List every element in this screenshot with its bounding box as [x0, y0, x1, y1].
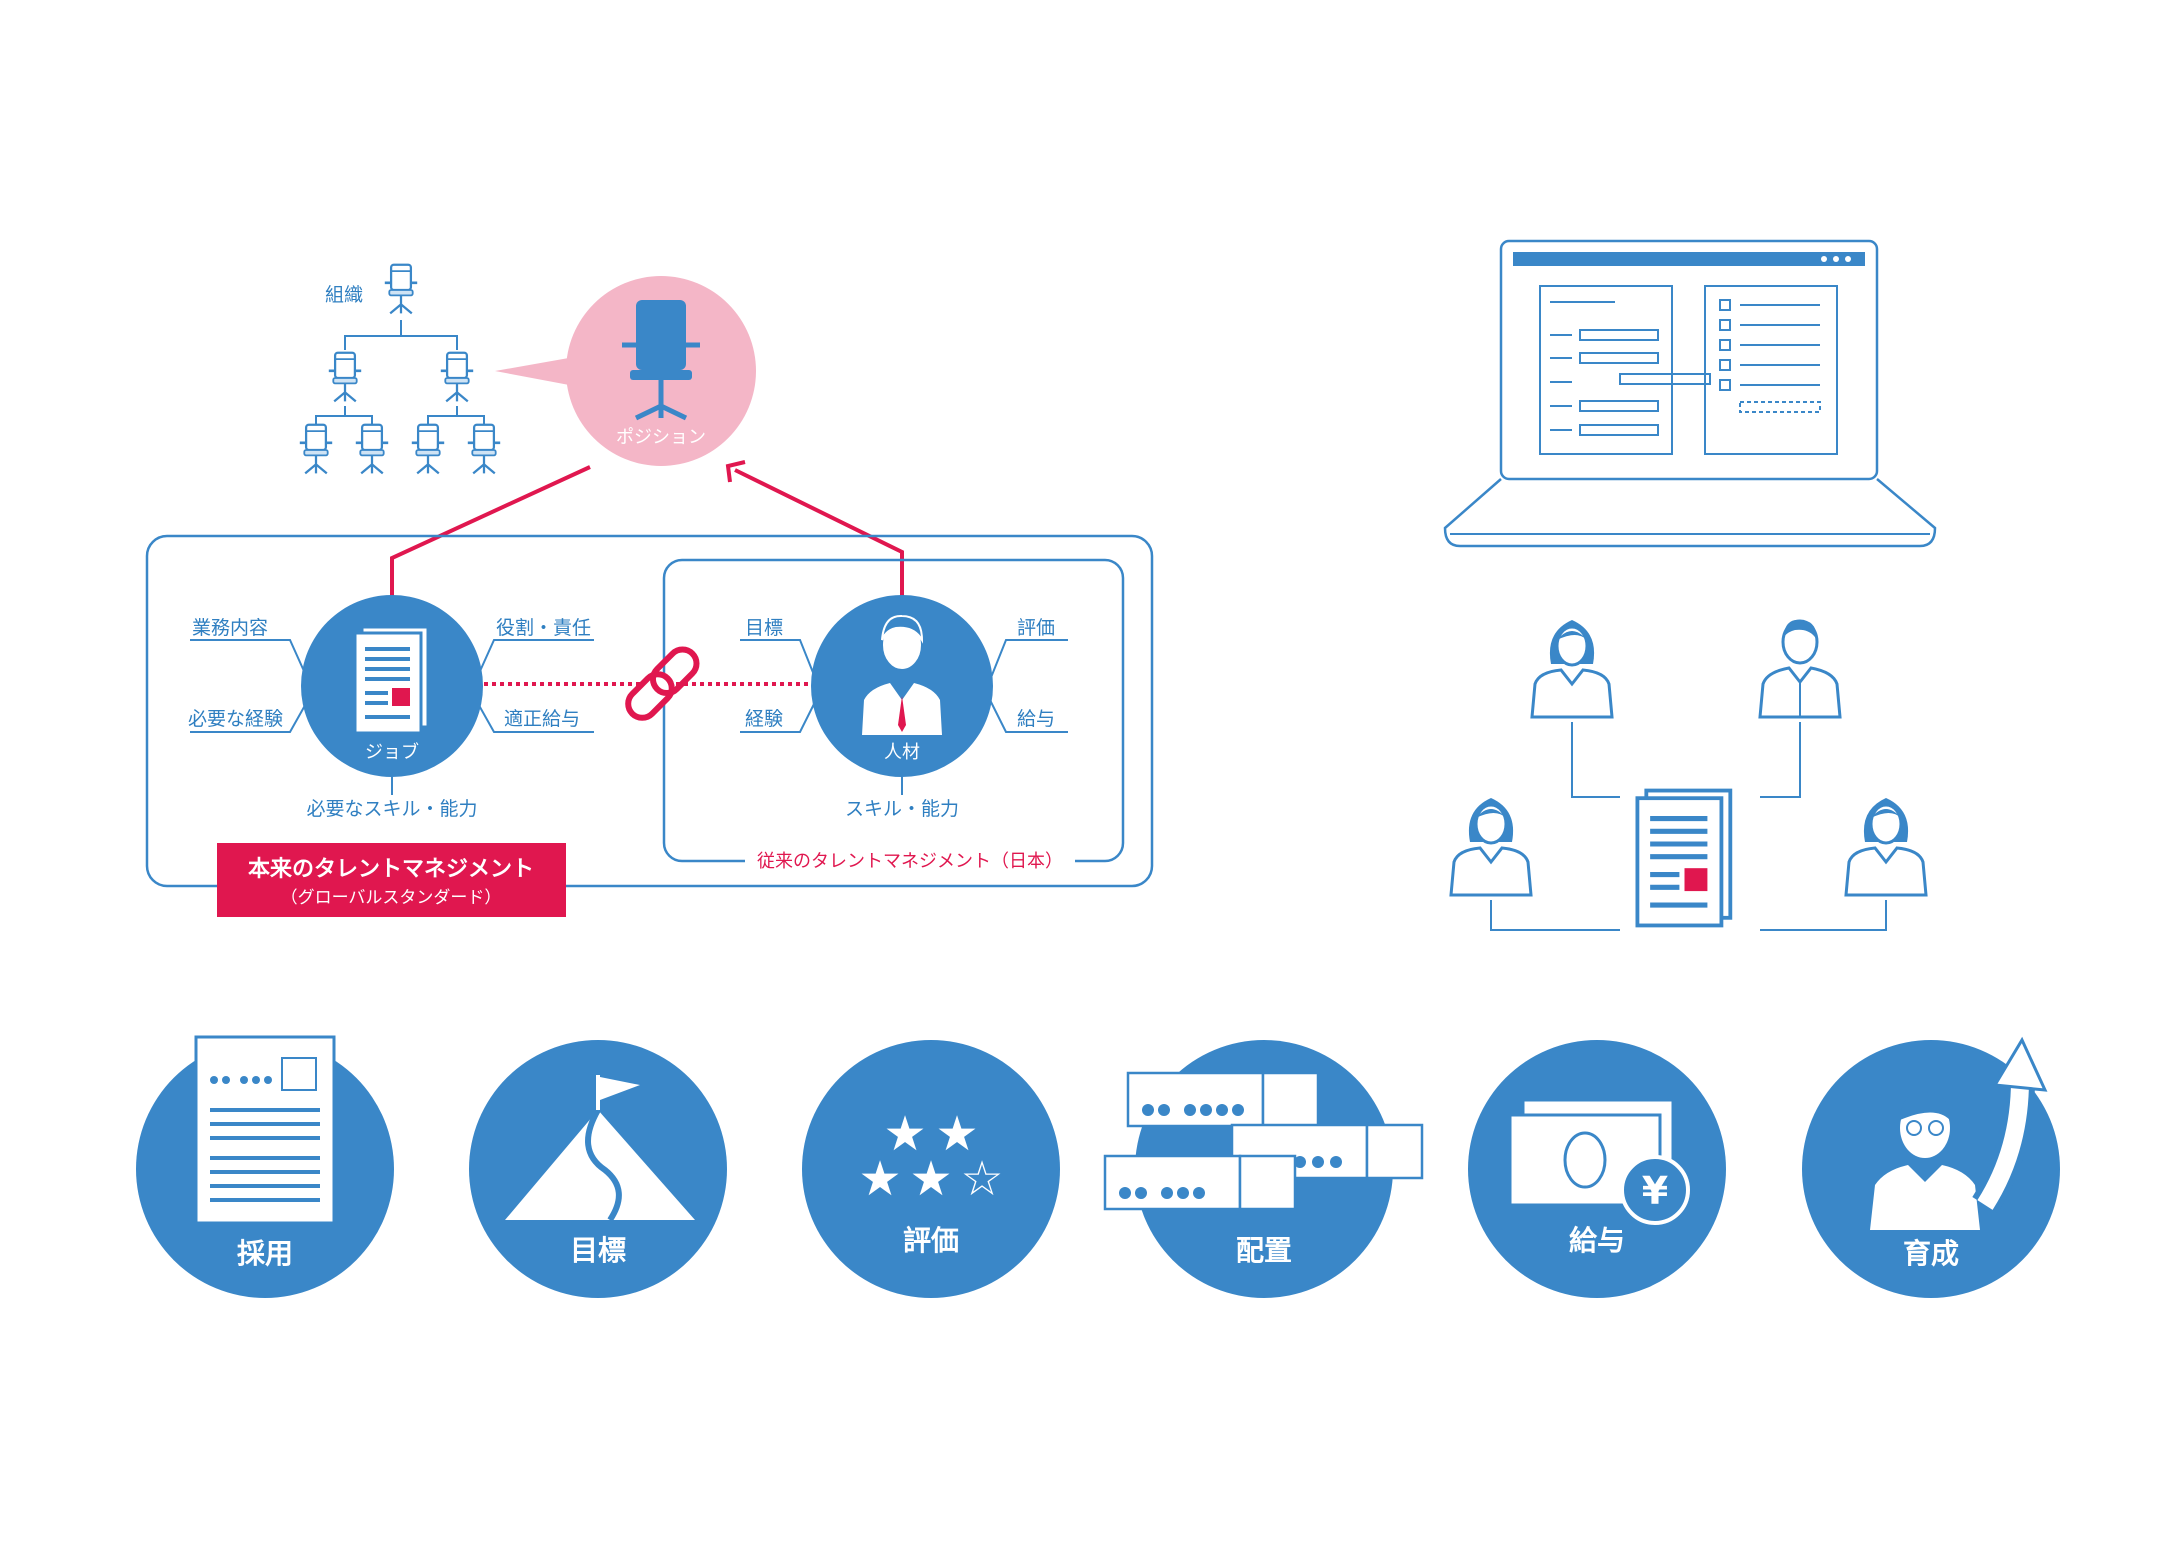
- function-development: 育成: [1802, 1036, 2060, 1298]
- talent-item: 経験: [745, 708, 783, 730]
- function-label: 配置: [1236, 1234, 1292, 1267]
- org-label: 組織: [325, 284, 363, 306]
- function-recruit: 採用: [136, 1035, 394, 1298]
- arrow-head-icon: [725, 460, 746, 483]
- businessman-icon: [862, 614, 942, 735]
- svg-text:★: ★: [935, 1106, 978, 1162]
- chair-icon: [298, 423, 334, 475]
- talent-label: 人材: [884, 742, 920, 763]
- true-tm-subtitle: （グローバルスタンダード）: [281, 888, 502, 908]
- svg-text:★: ★: [883, 1106, 926, 1162]
- chair-icon: [410, 423, 446, 475]
- function-label: 給与: [1569, 1224, 1625, 1257]
- growth-person-icon: [1870, 1036, 2048, 1230]
- position-bubble: ポジション: [495, 276, 756, 466]
- job-item: 必要な経験: [188, 708, 283, 730]
- woman-icon: [1530, 618, 1614, 719]
- function-label: 育成: [1903, 1237, 1959, 1270]
- office-chair-icon: [622, 300, 700, 421]
- org-chart: 組織: [298, 263, 502, 475]
- function-evaluation: ★★ ★★☆ 評価: [802, 1040, 1060, 1298]
- chair-icon: [439, 351, 475, 403]
- chair-icon: [327, 351, 363, 403]
- talent-item: 給与: [1017, 708, 1055, 730]
- document-icon: [1637, 791, 1730, 926]
- svg-text:★: ★: [858, 1151, 901, 1207]
- job-description-icon: [353, 625, 430, 735]
- job-item: 業務内容: [192, 617, 268, 639]
- svg-text:☆: ☆: [960, 1151, 1003, 1207]
- laptop-icon: [1443, 239, 1937, 548]
- job-skills: 必要なスキル・能力: [306, 798, 477, 820]
- person-to-position-arrow: [734, 468, 904, 596]
- job-item: 役割・責任: [496, 617, 591, 639]
- function-salary: ¥ 給与: [1468, 1040, 1726, 1298]
- talent-item: 目標: [745, 617, 783, 639]
- true-tm-label: 本来のタレントマネジメント （グローバルスタンダード）: [217, 843, 566, 917]
- job-node: ジョブ 業務内容 必要な経験 役割・責任 適正給与 必要なスキル・能力: [188, 595, 594, 820]
- true-talent-management-box: [145, 534, 1154, 888]
- function-label: 採用: [237, 1237, 293, 1270]
- position-label: ポジション: [616, 427, 706, 448]
- profile-cards-icon: [1103, 1071, 1424, 1211]
- woman-icon: [1844, 796, 1928, 897]
- job-item: 適正給与: [504, 708, 580, 730]
- conventional-tm-label: 従来のタレントマネジメント（日本）: [757, 851, 1063, 872]
- star-rating-icon: ★★ ★★☆: [858, 1106, 1003, 1207]
- banknote-yen-icon: ¥: [1508, 1098, 1690, 1225]
- function-goal: 目標: [469, 1040, 727, 1298]
- talent-skills: スキル・能力: [845, 798, 959, 820]
- talent-item: 評価: [1017, 617, 1055, 639]
- chair-icon: [466, 423, 502, 475]
- job-label: ジョブ: [365, 741, 419, 763]
- man-icon: [1758, 618, 1842, 719]
- chain-link-icon: [625, 646, 700, 721]
- svg-text:★: ★: [909, 1151, 952, 1207]
- function-label: 評価: [903, 1224, 959, 1257]
- function-label: 目標: [570, 1234, 626, 1267]
- chair-icon: [354, 423, 390, 475]
- resume-icon: [194, 1035, 336, 1225]
- people-network: [1449, 618, 1928, 931]
- function-placement: 配置: [1103, 1040, 1424, 1298]
- yen-symbol: ¥: [1642, 1169, 1668, 1213]
- chair-icon: [383, 263, 419, 315]
- talent-node: 人材 目標 経験 評価 給与 スキル・能力: [740, 595, 1068, 820]
- job-to-position-line: [390, 465, 591, 596]
- woman-icon: [1449, 796, 1533, 897]
- true-tm-title: 本来のタレントマネジメント: [248, 857, 534, 882]
